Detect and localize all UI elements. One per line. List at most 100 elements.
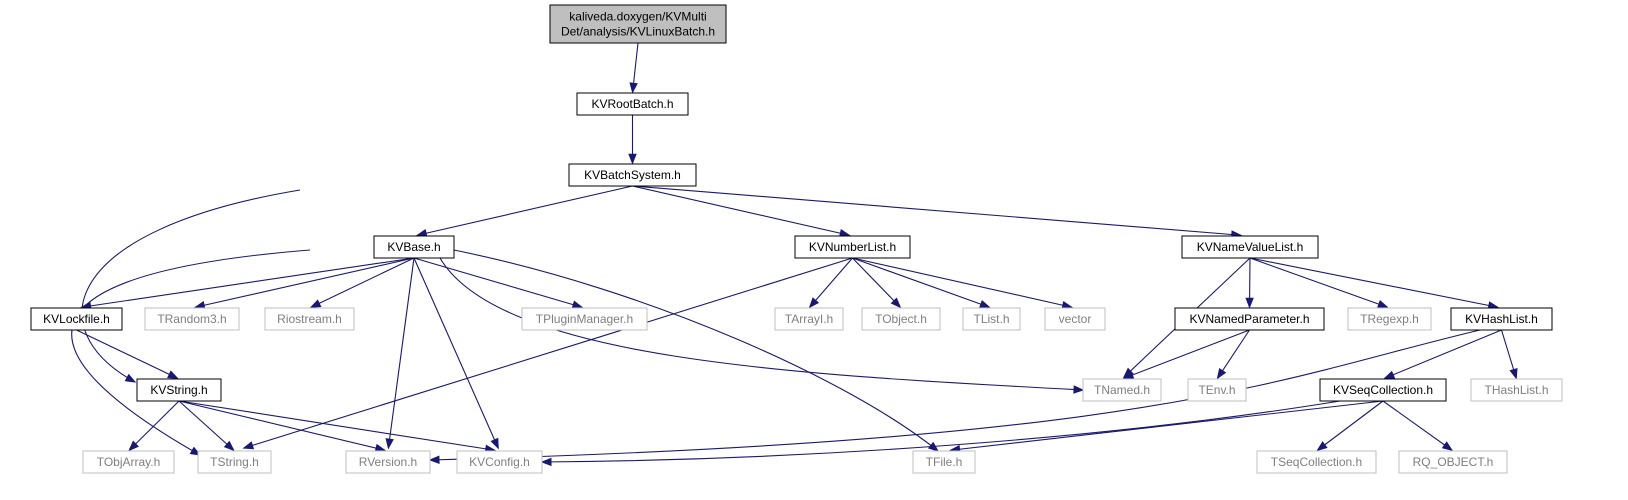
node-vector: vector [1044,307,1106,331]
node-kvseqcollection-label: KVSeqCollection.h [1333,383,1433,397]
node-kvseqcollection[interactable]: KVSeqCollection.h [1319,378,1447,402]
node-kvrootbatch-label: KVRootBatch.h [591,97,673,111]
node-tregexp: TRegexp.h [1347,307,1432,331]
node-tseqcollection: TSeqCollection.h [1256,450,1377,474]
node-kvconfig-label: KVConfig.h [469,455,530,469]
node-tobject-label: TObject.h [875,312,927,326]
node-rq_object-box [1398,450,1508,474]
edge-kvstring-to-tstring-arrowhead [223,440,235,452]
edge-kvstring-to-tobjarray [128,400,180,451]
edge-kvlockfile-to-kvstring-arrowhead [167,370,179,379]
edge-kvstring-to-tstring [178,400,235,451]
edge-kvnamevaluelist-to-tregexp [1249,257,1388,308]
node-kvbatchsystem[interactable]: KVBatchSystem.h [568,163,697,187]
node-thashlist-box [1470,378,1563,402]
node-trandom3: TRandom3.h [144,307,240,331]
node-rversion-label: RVersion.h [359,455,417,469]
node-kvnamevaluelist-box [1181,235,1319,259]
node-tstring-label: TString.h [210,455,259,469]
node-tlist-label: TList.h [973,312,1009,326]
edge-kvnamevaluelist-to-kvnamedparameter-arrowhead [1245,297,1254,309]
edge-kvseqcollection-to-kvconfig-arrowhead [540,457,552,467]
edge-kvnamedparameter-to-tnamed [1123,329,1250,379]
edge-kvstring-to-rversion [178,400,385,451]
edge-kvseqcollection-to-rq_object-arrowhead [1441,441,1454,452]
edge-kvhashlist-to-rversion [429,329,1481,461]
node-kvnumberlist[interactable]: KVNumberList.h [794,235,911,259]
edge-kvbase-to-tpluginmanager [413,257,583,308]
node-kvhashlist[interactable]: KVHashList.h [1450,307,1553,331]
edge-kvhashlist-to-kvseqcollection [1384,329,1502,379]
edge-kvbase-to-tnamed-arrowhead [1073,385,1085,394]
edge-kvnumberlist-to-tlist [852,257,990,308]
edge-kvbase-to-riostream-arrowhead [309,299,322,308]
edges-layer [71,42,1518,467]
node-kvlockfile[interactable]: KVLockfile.h [30,307,123,331]
edge-kvbase-to-rversion [387,257,415,449]
node-tfile-label: TFile.h [926,455,963,469]
node-rq_object: RQ_OBJECT.h [1398,450,1508,474]
node-tfile-box [912,450,976,474]
edge-kvhashlist-to-kvseqcollection-arrowhead [1383,370,1396,379]
node-tseqcollection-label: TSeqCollection.h [1271,455,1362,469]
edge-kvstring-to-tobjarray-arrowhead [128,440,139,452]
edge-kvbase-to-rversion-arrowhead [385,438,394,450]
edge-kvhashlist-to-thashlist-arrowhead [1509,367,1518,380]
edge-kvbase-to-kvconfig-arrowhead [490,437,499,450]
edge-kvnumberlist-to-vector [852,257,1072,308]
edge-kvnamevaluelist-to-kvhashlist [1249,257,1498,308]
node-tenv-label: TEnv.h [1198,383,1235,397]
node-root[interactable]: kaliveda.doxygen/KVMultiDet/analysis/KVL… [549,4,727,44]
node-kvbase-box [373,235,455,259]
edge-kvseqcollection-to-rq_object [1382,400,1453,451]
node-tobject: TObject.h [861,307,941,331]
node-kvbase[interactable]: KVBase.h [373,235,455,259]
node-kvnumberlist-box [794,235,911,259]
node-tobjarray-box [82,450,175,474]
node-vector-label: vector [1059,312,1092,326]
node-tnamed: TNamed.h [1082,378,1162,402]
node-kvconfig-box [456,450,543,474]
node-tarrayi: TArrayI.h [774,307,844,331]
node-tpluginmanager-box [521,307,648,331]
node-tnamed-label: TNamed.h [1094,383,1150,397]
node-kvnamedparameter-label: KVNamedParameter.h [1189,312,1309,326]
node-tregexp-box [1347,307,1432,331]
node-kvnamedparameter[interactable]: KVNamedParameter.h [1174,307,1325,331]
node-tarrayi-box [774,307,844,331]
node-tlist: TList.h [962,307,1021,331]
node-kvstring-box [136,378,222,402]
node-tregexp-label: TRegexp.h [1360,312,1419,326]
node-kvnamevaluelist[interactable]: KVNameValueList.h [1181,235,1319,259]
nodes-layer: kaliveda.doxygen/KVMultiDet/analysis/KVL… [30,4,1563,474]
node-thashlist-label: THashList.h [1484,383,1548,397]
node-kvbatchsystem-box [568,163,697,187]
edge-kvbatchsystem-to-kvnamevaluelist [632,185,1241,236]
edge-kvbatchsystem-to-kvnumberlist [632,185,850,236]
edge-kvnumberlist-to-tarrayi-arrowhead [808,297,820,309]
node-kvnumberlist-label: KVNumberList.h [809,240,896,254]
node-kvstring[interactable]: KVString.h [136,378,222,402]
node-tpluginmanager: TPluginManager.h [521,307,648,331]
node-rq_object-label: RQ_OBJECT.h [1413,455,1494,469]
edge-kvbase-to-kvconfig [413,257,499,449]
node-root-box [549,4,727,44]
node-kvbatchsystem-label: KVBatchSystem.h [584,168,681,182]
node-rversion: RVersion.h [345,450,431,474]
edge-kvnumberlist-to-tstring-arrowhead [242,441,255,450]
node-kvhashlist-label: KVHashList.h [1465,312,1538,326]
node-trandom3-box [144,307,240,331]
edge-kvbatchsystem-to-kvbase [417,185,633,236]
node-kvrootbatch-box [576,92,689,116]
edge-kvnumberlist-to-tarrayi [809,257,853,308]
edge-kvbase-to-riostream [310,257,415,308]
node-tobjarray-label: TObjArray.h [97,455,161,469]
edge-kvhashlist-to-rversion-arrowhead [428,455,440,464]
edge-root-to-kvrootbatch-arrowhead [629,82,638,94]
edge-kvbase-to-kvlockfile [81,257,415,308]
node-kvhashlist-box [1450,307,1553,331]
node-kvrootbatch[interactable]: KVRootBatch.h [576,92,689,116]
node-tobjarray: TObjArray.h [82,450,175,474]
edge-kvseqcollection-to-tseqcollection-arrowhead [1316,441,1328,452]
